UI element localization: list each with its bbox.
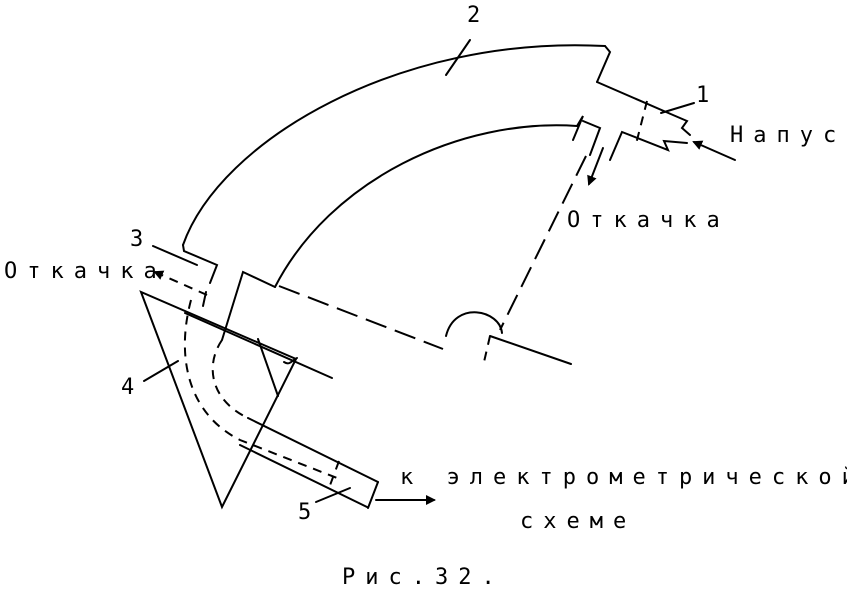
pump-port-right — [582, 120, 602, 156]
label-1: 1 — [696, 83, 709, 108]
label-2: 2 — [467, 3, 480, 28]
leader-1 — [660, 102, 695, 114]
label-5: 5 — [298, 500, 311, 525]
pivot-arc — [445, 311, 503, 337]
chamber-right-end — [596, 45, 612, 83]
dashed-pipe-outer — [183, 299, 338, 479]
output-pipe-top — [247, 417, 379, 483]
label-3: 3 — [130, 227, 143, 252]
label-4: 4 — [121, 375, 134, 400]
dashed-pipe-inner — [211, 339, 249, 419]
pointer-line — [489, 335, 572, 365]
inner-support — [257, 338, 279, 397]
pump-left-label: Откачка — [4, 259, 167, 284]
chamber-left-inner — [221, 270, 276, 341]
leader-2 — [445, 39, 471, 76]
inlet-label: Напуск — [730, 123, 847, 148]
chamber-inner-wall — [274, 124, 578, 288]
triangle-plate — [139, 290, 298, 510]
inlet-pipe-top — [596, 81, 691, 136]
pivot-base — [483, 335, 491, 363]
pump-right-label: Откачка — [567, 208, 730, 233]
circuit-label-line1: к электрометрической — [400, 465, 847, 490]
connector-5-dash — [328, 460, 340, 489]
valve-1-dash — [635, 100, 648, 145]
leader-5 — [315, 487, 351, 503]
crossbar — [184, 312, 333, 379]
circuit-label-line2: схеме — [520, 509, 636, 534]
inlet-pipe-lower — [609, 130, 688, 161]
dashed-guide-a — [278, 285, 444, 350]
inlet-arrow — [692, 140, 736, 161]
inlet-pipe-bottom — [572, 115, 584, 141]
pump-right-arrow — [587, 147, 604, 186]
leader-3 — [152, 245, 198, 266]
dashed-guide-b — [499, 155, 587, 331]
output-pipe-bottom — [239, 444, 368, 508]
leader-4 — [143, 360, 179, 382]
chamber-outer-wall — [182, 44, 606, 246]
figure-caption: Рис.32. — [342, 565, 505, 590]
right-angle-mark — [283, 357, 298, 365]
chamber-left-end — [182, 244, 219, 284]
output-end-cap — [367, 481, 379, 509]
